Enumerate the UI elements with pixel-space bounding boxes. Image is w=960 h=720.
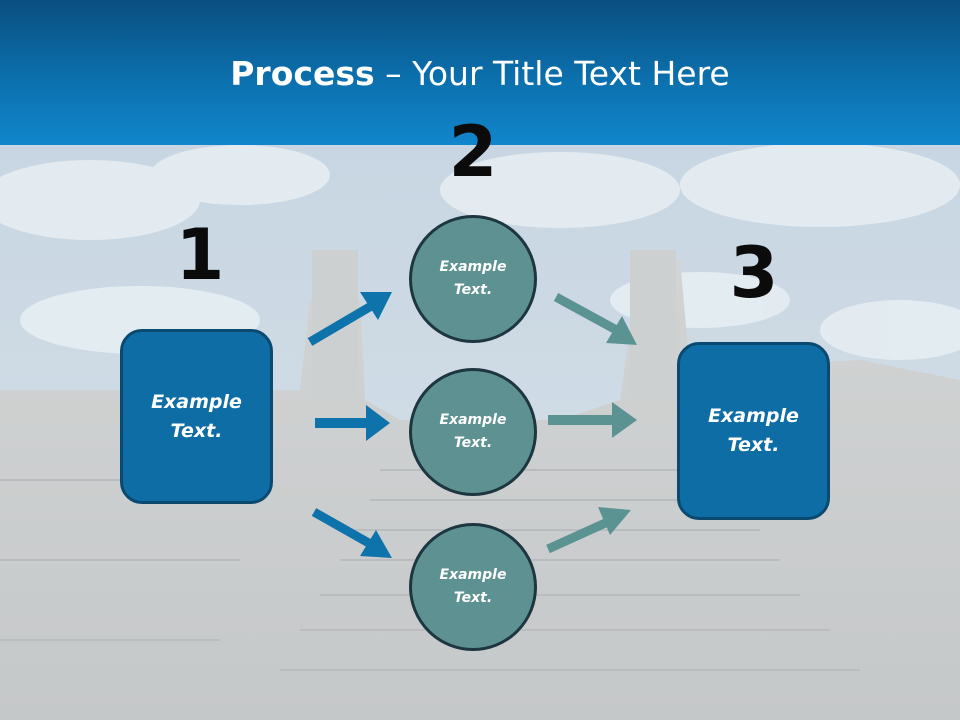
arrow-to-circle-bottom xyxy=(311,508,392,558)
arrow-to-circle-top xyxy=(307,292,392,346)
title-bold: Process xyxy=(230,54,375,93)
arrow-from-circle-bottom xyxy=(546,507,631,554)
step-number-1: 1 xyxy=(175,214,225,296)
title-bar: Process – Your Title Text Here xyxy=(0,0,960,145)
circle-top-label: Example Text. xyxy=(439,259,507,298)
circle-middle-label: Example Text. xyxy=(439,412,507,451)
step-3-label: Example Text. xyxy=(708,405,799,456)
step-2-circle-middle: Example Text. xyxy=(409,368,537,496)
step-number-3: 3 xyxy=(729,232,779,314)
step-1-label: Example Text. xyxy=(151,390,242,442)
step-2-circle-top: Example Text. xyxy=(409,215,537,343)
step-3-box: Example Text. xyxy=(677,342,830,520)
circle-bottom-label: Example Text. xyxy=(439,567,507,606)
step-number-2: 2 xyxy=(448,111,498,193)
arrow-from-circle-middle xyxy=(548,402,637,438)
step-2-circle-bottom: Example Text. xyxy=(409,523,537,651)
title-rest: – Your Title Text Here xyxy=(374,54,730,93)
step-1-box: Example Text. xyxy=(120,329,273,504)
arrow-to-circle-middle xyxy=(315,405,390,441)
slide-title: Process – Your Title Text Here xyxy=(0,52,960,96)
arrow-from-circle-top xyxy=(553,293,637,345)
